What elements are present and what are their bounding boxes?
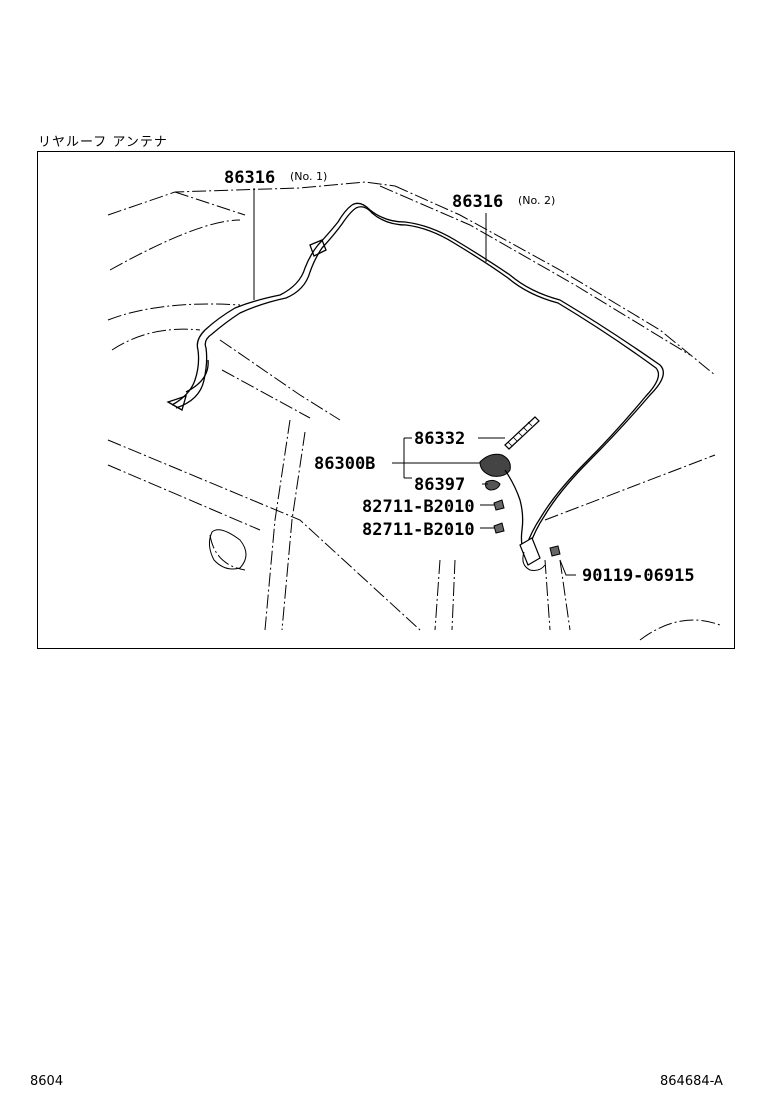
part-label-86316-no1-suffix: (No. 1) xyxy=(290,170,327,183)
clip-90119 xyxy=(549,545,561,557)
part-label-82711-a: 82711-B2010 xyxy=(362,497,475,517)
section-title: リヤルーフ アンテナ xyxy=(38,135,168,150)
part-label-86316-no1: 86316 xyxy=(224,168,275,188)
part-label-86316-no2-suffix: (No. 2) xyxy=(518,194,555,207)
part-label-90119: 90119-06915 xyxy=(582,566,695,586)
clip-82711-b xyxy=(493,522,505,534)
part-label-86332: 86332 xyxy=(414,429,465,449)
footer-page-code: 8604 xyxy=(30,1074,64,1089)
cable-no1 xyxy=(166,204,357,411)
part-label-86316-no2: 86316 xyxy=(452,192,503,212)
part-label-86300b: 86300B xyxy=(314,454,375,474)
footer-illustration-id: 864684-A xyxy=(660,1074,723,1089)
antenna-pad xyxy=(485,479,501,491)
part-label-82711-b: 82711-B2010 xyxy=(362,520,475,540)
antenna-base xyxy=(479,453,511,477)
cable-no2 xyxy=(351,202,664,548)
clip-82711-a xyxy=(493,499,505,511)
antenna-assembly xyxy=(479,416,561,571)
part-label-86397: 86397 xyxy=(414,475,465,495)
diagram-frame xyxy=(37,151,735,649)
door-handle-outline xyxy=(208,529,247,570)
vehicle-outline xyxy=(107,181,721,641)
leader-lines xyxy=(253,188,576,576)
